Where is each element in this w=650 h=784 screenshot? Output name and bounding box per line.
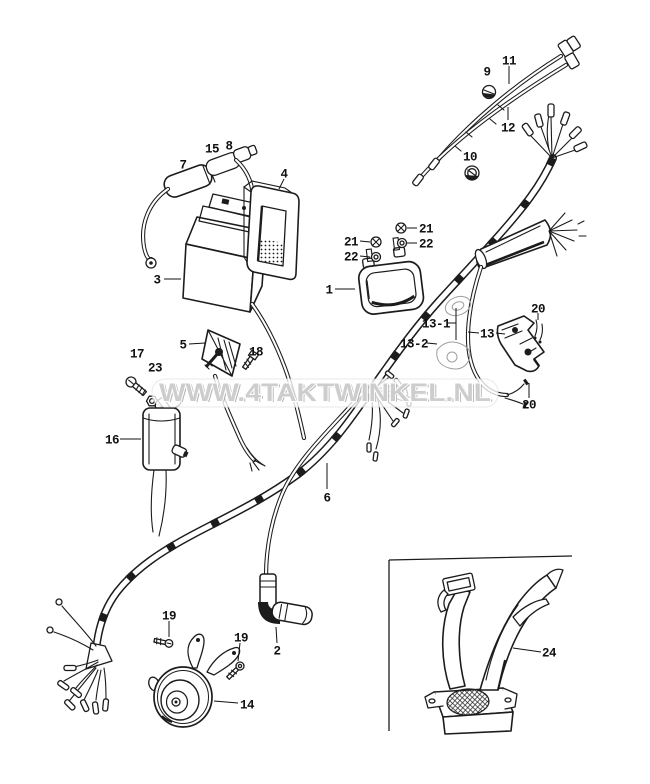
part-label-24: 24: [542, 647, 557, 661]
watermark-shadow: WWW.4TAKTWINKEL.NL: [161, 380, 493, 408]
cable-tip: [428, 157, 440, 171]
bolt-17: [125, 376, 148, 397]
bolt-19: [226, 661, 245, 680]
sparkplug-group: [258, 390, 365, 626]
screw-9: [481, 84, 497, 100]
cable-end-plug: [564, 52, 580, 70]
part-label-7: 7: [179, 159, 186, 173]
part-label-9: 9: [483, 66, 490, 80]
ghost-part-13-2: [436, 341, 471, 370]
part-label-5: 5: [179, 339, 186, 353]
part-label-18: 18: [249, 346, 263, 360]
bolt-18: [241, 349, 260, 370]
part-label-12: 12: [501, 122, 515, 136]
battery-strap-24: [424, 568, 564, 735]
part-label-6: 6: [323, 492, 330, 506]
bracket-13: [496, 315, 545, 373]
wire-harness-group: [46, 103, 588, 715]
leader-line: [359, 255, 371, 258]
part-label-2: 2: [273, 645, 280, 659]
part-label-4: 4: [280, 168, 288, 182]
leader-line: [275, 626, 278, 644]
bracket13-group: [436, 295, 545, 373]
part-label-13-1: 13-1: [422, 318, 450, 332]
part-label-8: 8: [225, 140, 232, 154]
harness-boot-cone: [474, 212, 587, 270]
harness-end-fan: [46, 598, 113, 715]
part-label-21: 21: [419, 223, 433, 237]
ghost-part-13-1: [444, 295, 472, 317]
watermark-text: WWW.4TAKTWINKEL.NL: [159, 379, 491, 407]
leader-line: [426, 342, 438, 345]
leader-line: [213, 700, 239, 704]
condenser-group: [142, 390, 189, 537]
harness-top-fan: [521, 103, 588, 159]
bolt-21: [370, 236, 382, 248]
leader-line: [237, 642, 241, 662]
leader-line: [278, 178, 285, 190]
part-label-11: 11: [502, 55, 516, 69]
battery-cover-4: [243, 180, 300, 281]
cable-tip: [412, 173, 424, 187]
part-label-13-2: 13-2: [400, 338, 428, 352]
nut-10: [464, 165, 480, 181]
speedo-cables-group: [412, 35, 581, 187]
part-label-16: 16: [105, 434, 119, 448]
part-label-3: 3: [153, 274, 160, 288]
leader-line: [188, 342, 206, 345]
leader-line: [495, 332, 506, 335]
fuse-holder-7: [163, 144, 258, 198]
nut-22: [396, 237, 408, 249]
leader-line: [512, 647, 542, 653]
leader-line: [359, 240, 371, 243]
part-label-23: 23: [148, 362, 162, 376]
part-label-1: 1: [325, 284, 332, 298]
part-label-14: 14: [240, 699, 255, 713]
part-label-21: 21: [344, 236, 358, 250]
part-label-15: 15: [205, 143, 219, 157]
part-label-13: 13: [480, 328, 494, 342]
watermark: WWW.4TAKTWINKEL.NL WWW.4TAKTWINKEL.NL: [151, 378, 499, 408]
part-label-20: 20: [531, 303, 545, 317]
spark-plug-cap-2: [258, 573, 313, 626]
leader-line: [467, 331, 480, 334]
leader-lines-layer: [120, 66, 542, 704]
bolt-19: [153, 637, 174, 648]
rectifier-group: [357, 222, 425, 315]
part-label-17: 17: [130, 348, 144, 362]
battery-group: [141, 144, 307, 441]
part-label-22: 22: [419, 238, 433, 252]
part-label-19: 19: [162, 610, 176, 624]
part-label-19: 19: [234, 632, 248, 646]
part-label-20: 20: [522, 399, 536, 413]
part-label-10: 10: [463, 151, 477, 165]
part-label-22: 22: [344, 251, 358, 265]
horn-group: [148, 633, 245, 728]
bolt-21: [395, 222, 407, 234]
nut-22: [370, 251, 382, 263]
inset-box: [388, 555, 573, 735]
